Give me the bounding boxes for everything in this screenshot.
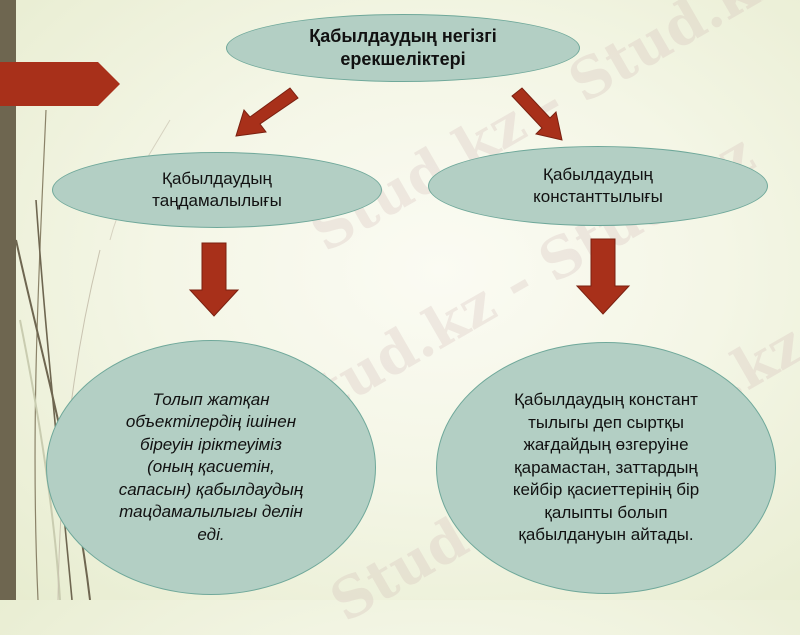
constancy-node: Қабылдаудың константтылығы [428, 146, 768, 226]
desc-line: қабылдануын айтады. [518, 525, 694, 545]
arrow-down-right-icon [511, 87, 563, 141]
desc-line: объектілердің ішінен [125, 412, 297, 432]
left-decor-bar [0, 0, 16, 600]
arrow-down-icon [575, 238, 631, 315]
desc-line: біреуін іріктеуіміз [140, 434, 282, 454]
selectivity-node: Қабылдаудың таңдамалылығы [52, 152, 382, 228]
desc-line: қалыпты болып [544, 502, 668, 522]
desc-line: (оның қасиетін, [147, 457, 275, 477]
desc-line: тылыгы деп сыртқы [528, 412, 684, 432]
arrow-down-left-icon [235, 87, 299, 137]
constancy-description: Қабылдаудың констант тылыгы деп сыртқы ж… [436, 342, 776, 594]
title-node: Қабылдаудың негізгі ерекшеліктері [226, 14, 580, 82]
desc-line: сапасын) қабылдаудың [118, 479, 304, 499]
title-line-2: ерекшеліктері [340, 49, 466, 69]
selectivity-line-2: таңдамалылығы [152, 191, 282, 210]
desc-line: жағдайдың өзгеруіне [523, 435, 689, 455]
desc-line: тацдамалылыгы делін [119, 502, 303, 522]
arrow-down-icon [188, 242, 240, 317]
title-line-1: Қабылдаудың негізгі [309, 26, 497, 46]
desc-line: Қабылдаудың констант [514, 390, 698, 410]
desc-line: еді. [197, 524, 225, 544]
desc-line: кейбір қасиеттерінің бір [512, 480, 700, 500]
selectivity-line-1: Қабылдаудың [162, 169, 272, 188]
red-tab-marker [0, 62, 120, 106]
desc-line: Толып жатқан [152, 389, 270, 409]
constancy-line-2: константтылығы [533, 187, 663, 206]
selectivity-description: Толып жатқан объектілердің ішінен біреуі… [46, 340, 376, 595]
constancy-line-1: Қабылдаудың [543, 165, 653, 184]
desc-line: қарамастан, заттардың [514, 457, 698, 477]
